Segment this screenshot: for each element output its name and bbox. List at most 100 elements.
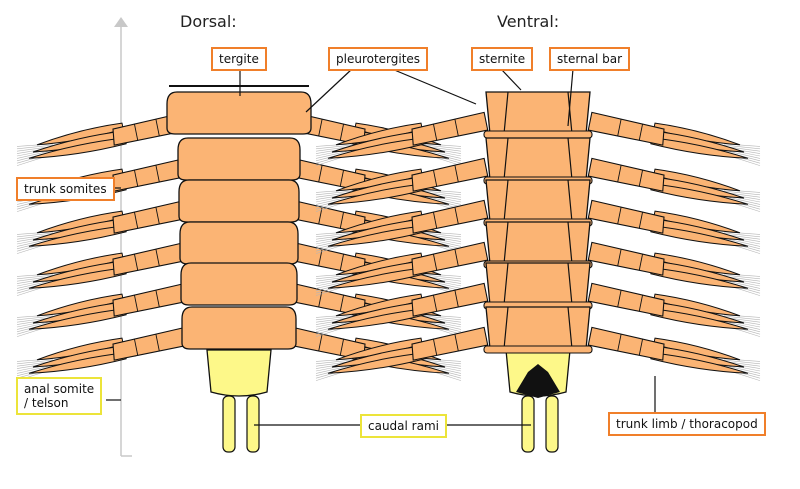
limb-protopod [411,282,489,317]
seta [315,232,353,238]
limb-joint [454,165,459,183]
seta [315,280,353,289]
limb-joint [133,123,139,141]
limb-protopod [411,241,489,276]
trunk-limb [315,326,489,381]
limb-protopod [112,199,190,234]
caudal-ramus [222,395,236,453]
limb-lobe [28,267,127,289]
limb-protopod [411,111,489,146]
seta [723,232,761,238]
seta [315,359,353,365]
caudal-rami [521,395,559,453]
limb-protopod [112,326,190,361]
caudal-rami [222,395,260,453]
ventral-heading: Ventral: [497,12,560,31]
limb-joint [155,119,160,137]
limb-lobe [327,267,426,289]
trunk-limb [587,111,761,166]
seta [424,144,462,150]
limb-joint [155,290,160,308]
limb-protopod [112,241,190,276]
sternite-edge [567,262,573,306]
trunk-limb [587,282,761,337]
seta [315,144,353,150]
seta [723,321,761,330]
sternite [485,179,591,223]
anal-opening [516,364,560,398]
limb-protopod [587,111,665,146]
sternal-bar-leader [567,68,574,127]
limb-joint [133,211,139,229]
limb-lobe [28,352,127,374]
limb-lobe [28,137,127,159]
tergite [180,262,298,306]
limb-joint [617,207,622,225]
sternal-bar-label: sternal bar [549,47,631,71]
limb-protopod [411,157,489,192]
seta [315,321,353,330]
trunk-limb [587,157,761,212]
limb-lobe [650,225,749,247]
limb-joint [339,253,345,271]
limb-joint [133,253,139,271]
seta [16,280,54,289]
limb-lobe [28,225,127,247]
seta [315,365,353,374]
limb-joint [133,338,139,356]
seta [723,150,761,159]
limb-lobe [650,352,749,374]
seta [315,196,353,205]
seta [424,359,462,365]
trunk-somites [483,91,593,354]
seta [315,315,353,321]
limb-joint [454,119,459,137]
limb-joint [617,165,622,183]
limb-lobe [327,352,426,374]
sternite [485,306,591,350]
limb-lobe [327,137,426,159]
limb-joint [155,334,160,352]
anal-somite-telson-label: anal somite / telson [16,377,103,415]
tergite [166,91,312,135]
limb-joint [155,165,160,183]
limb-joint [432,253,438,271]
sternite-edge [503,179,509,223]
limb-joint [638,253,644,271]
limb-joint [318,334,323,352]
limb-joint [638,169,644,187]
seta [16,321,54,330]
seta [424,315,462,321]
limb-joint [432,211,438,229]
limb-joint [318,119,323,137]
caudal-rami-label: caudal rami [360,414,447,438]
limb-lobe [650,267,749,289]
limb-joint [638,211,644,229]
limb-joint [638,338,644,356]
sternite-label: sternite [471,47,534,71]
sternite-edge [503,262,509,306]
seta [723,365,761,374]
limb-joint [339,338,345,356]
seta [723,196,761,205]
pleurotergite-leader-ventral [391,68,477,105]
seta [723,315,761,321]
limb-protopod [112,282,190,317]
tergite [178,179,300,223]
sternite-edge [567,221,573,265]
trunk-limb-label: trunk limb / thoracopod [608,412,766,436]
limb-joint [638,123,644,141]
sternite-edge [567,91,573,135]
limb-joint [339,211,345,229]
limb-lobe [650,137,749,159]
sternite [485,137,591,181]
sternite-edge [503,91,509,135]
tergite [177,137,301,181]
limb-lobe [650,183,749,205]
pleurotergites-label: pleurotergites [328,47,429,71]
limb-joint [339,294,345,312]
seta [424,321,462,330]
limb-joint [617,334,622,352]
seta [424,238,462,247]
limb-joint [617,119,622,137]
